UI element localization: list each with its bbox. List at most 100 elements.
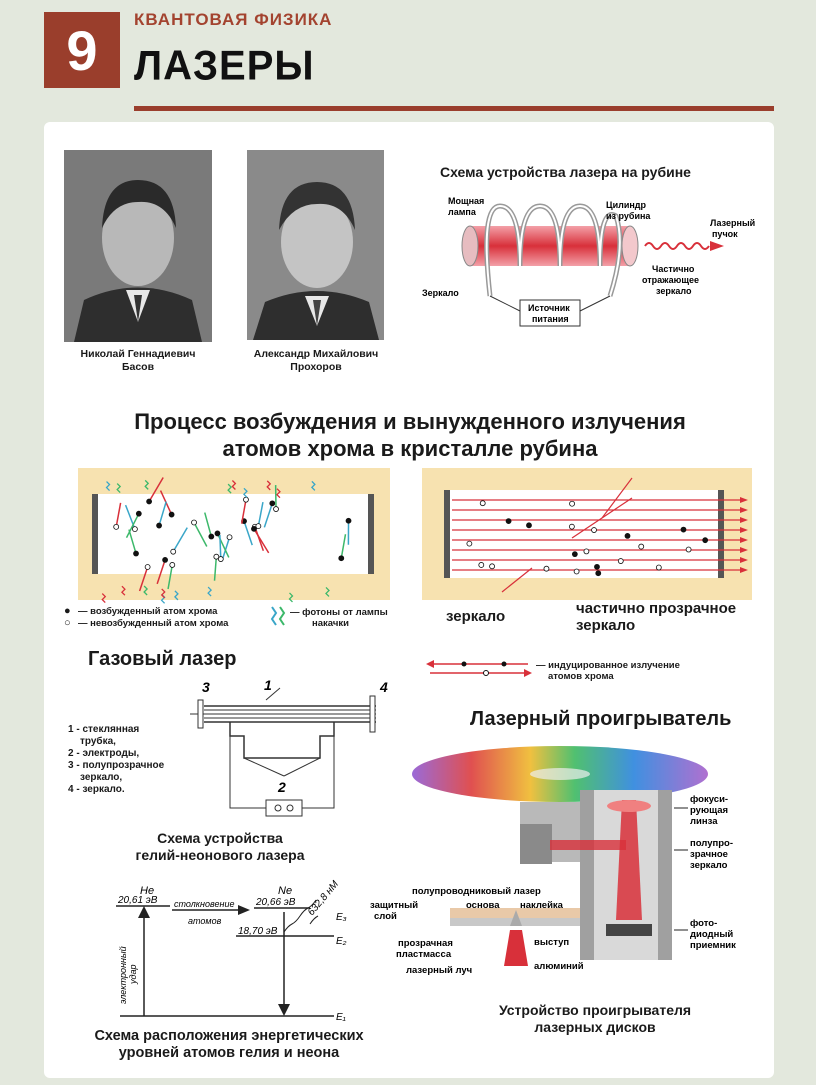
- chapter-subject: КВАНТОВАЯ ФИЗИКА: [134, 10, 333, 29]
- chrome-atom: [573, 568, 580, 575]
- photon-path: [138, 566, 149, 592]
- semiconductor-label: полупроводниковый лазер: [412, 886, 541, 897]
- photodiode-3: приемник: [690, 940, 736, 951]
- lamp-label-1: Мощная: [448, 196, 484, 206]
- gas-laser-title: Газовый лазер: [88, 648, 237, 670]
- pump-photon: [174, 590, 179, 601]
- chrome-atom: [569, 500, 575, 507]
- photon-path: [167, 564, 174, 590]
- pump-photon: [288, 592, 294, 603]
- partial-mirror-line: зеркало: [576, 617, 636, 634]
- pump-photon: [310, 480, 316, 491]
- chrome-atom: [583, 548, 590, 555]
- gas-laser-diagram: 3 1 4 2: [190, 677, 388, 817]
- energy-collision-1: столкновение: [174, 899, 234, 909]
- chrome-atom: [113, 523, 120, 530]
- chrome-atom: [169, 562, 176, 568]
- photon-path: [263, 503, 274, 528]
- chrome-atom: [162, 556, 168, 563]
- chrome-atom: [685, 546, 692, 553]
- photon-path: [115, 502, 122, 527]
- energy-he: He: [140, 885, 154, 897]
- chrome-atom: [208, 533, 215, 540]
- caption-line: Николай Геннадиевич: [80, 348, 196, 360]
- energy-electron-2: удар: [128, 965, 138, 986]
- emission-diagonal: [601, 477, 633, 519]
- chrome-atom: [255, 523, 262, 530]
- energy-levels-diagram: He Ne 20,61 эВ 20,66 эВ 18,70 эВ столкно…: [116, 878, 347, 1023]
- photon-path: [243, 520, 253, 546]
- photon-path: [213, 556, 218, 581]
- pump-photon: [105, 481, 111, 492]
- emission-arrow: [740, 527, 748, 533]
- player-caption-line: Устройство проигрывателя: [498, 1002, 692, 1018]
- pump-photon: [160, 588, 166, 599]
- chrome-atom: [489, 563, 495, 570]
- photodiode-1: фото-: [690, 918, 717, 929]
- disc-laser-beam: [504, 930, 528, 966]
- energy-e1: E₁: [336, 1012, 346, 1023]
- photon-path: [240, 499, 247, 524]
- gas-legend-line: зеркало,: [80, 772, 123, 783]
- plastic-1: прозрачная: [398, 938, 453, 949]
- chrome-atom: [338, 555, 345, 562]
- cylinder-label-2: из рубина: [606, 211, 651, 221]
- caption-line: Басов: [121, 361, 155, 373]
- optics-laser-beam: [616, 800, 642, 920]
- emission-arrow: [740, 517, 748, 523]
- chrome-atom: [702, 537, 709, 544]
- gas-legend-line: 4 - зеркало.: [68, 784, 125, 795]
- pump-photon: [143, 585, 149, 596]
- emission-arrow: [740, 507, 748, 513]
- pump-photon: [325, 586, 330, 597]
- mirror-right: [621, 225, 639, 267]
- induced-legend-icon: [426, 660, 532, 677]
- crystal-stimulated-diagram: [422, 468, 752, 600]
- lamp-label-2: лампа: [448, 207, 477, 217]
- emission-diagonal: [501, 567, 533, 593]
- emission-arrow: [740, 567, 748, 573]
- gas-caption-line: Схема устройства: [157, 830, 283, 846]
- chrome-atom: [214, 530, 221, 537]
- process-title-line: атомов хрома в кристалле рубина: [222, 436, 598, 461]
- emission-arrow: [740, 537, 748, 543]
- induced-legend-text: — индуцированное излучение атомов хрома: [536, 660, 736, 682]
- crystal-marks: [452, 477, 748, 593]
- induced-line: — индуцированное излучение: [536, 660, 680, 671]
- portrait-prokhorov: [247, 150, 384, 340]
- chrome-atom: [624, 533, 631, 539]
- chrome-atom: [505, 518, 512, 525]
- photon-legend-icon: [270, 606, 286, 626]
- chrome-atom: [133, 550, 139, 557]
- process-title-line: Процесс возбуждения и вынужденного излуч…: [134, 409, 686, 434]
- legend-process: ●— возбужденный атом хрома ○— невозбужде…: [64, 605, 229, 630]
- plastic-2: пластмасса: [396, 949, 452, 960]
- chrome-atom: [213, 553, 220, 560]
- portrait-basov: [64, 150, 212, 342]
- energy-ne-level: 20,66 эВ: [255, 897, 296, 908]
- player-title: Лазерный проигрыватель: [470, 708, 732, 730]
- cylinder-label-1: Цилиндр: [606, 200, 647, 210]
- laser-beam-arrow: [710, 241, 724, 251]
- protective-2: слой: [374, 911, 397, 922]
- gas-laser-caption: Схема устройства гелий-неонового лазера: [120, 830, 320, 864]
- photon-path: [128, 529, 137, 554]
- energy-caption: Схема расположения энергетических уровне…: [54, 1028, 404, 1062]
- crystal-excitation-diagram: [78, 468, 390, 604]
- focus-lens-2: рующая: [690, 805, 728, 816]
- photon-path: [148, 477, 164, 502]
- protective-1: защитный: [370, 900, 418, 911]
- pump-photon: [231, 480, 237, 490]
- emission-arrow: [740, 547, 748, 553]
- mirror-label-crystal: зеркало: [446, 608, 506, 625]
- chrome-atom: [655, 564, 662, 571]
- energy-he-level: 20,61 эВ: [117, 895, 158, 906]
- pump-photon: [101, 593, 107, 604]
- energy-e3: E₃: [336, 912, 347, 923]
- photon-path: [156, 559, 166, 585]
- pump-photon: [121, 585, 126, 596]
- chrome-atom: [479, 500, 486, 507]
- power-source-box: [519, 299, 581, 327]
- partial-mirror-label-crystal: частично прозрачное зеркало: [576, 600, 736, 634]
- player-caption-line: лазерных дисков: [534, 1019, 656, 1035]
